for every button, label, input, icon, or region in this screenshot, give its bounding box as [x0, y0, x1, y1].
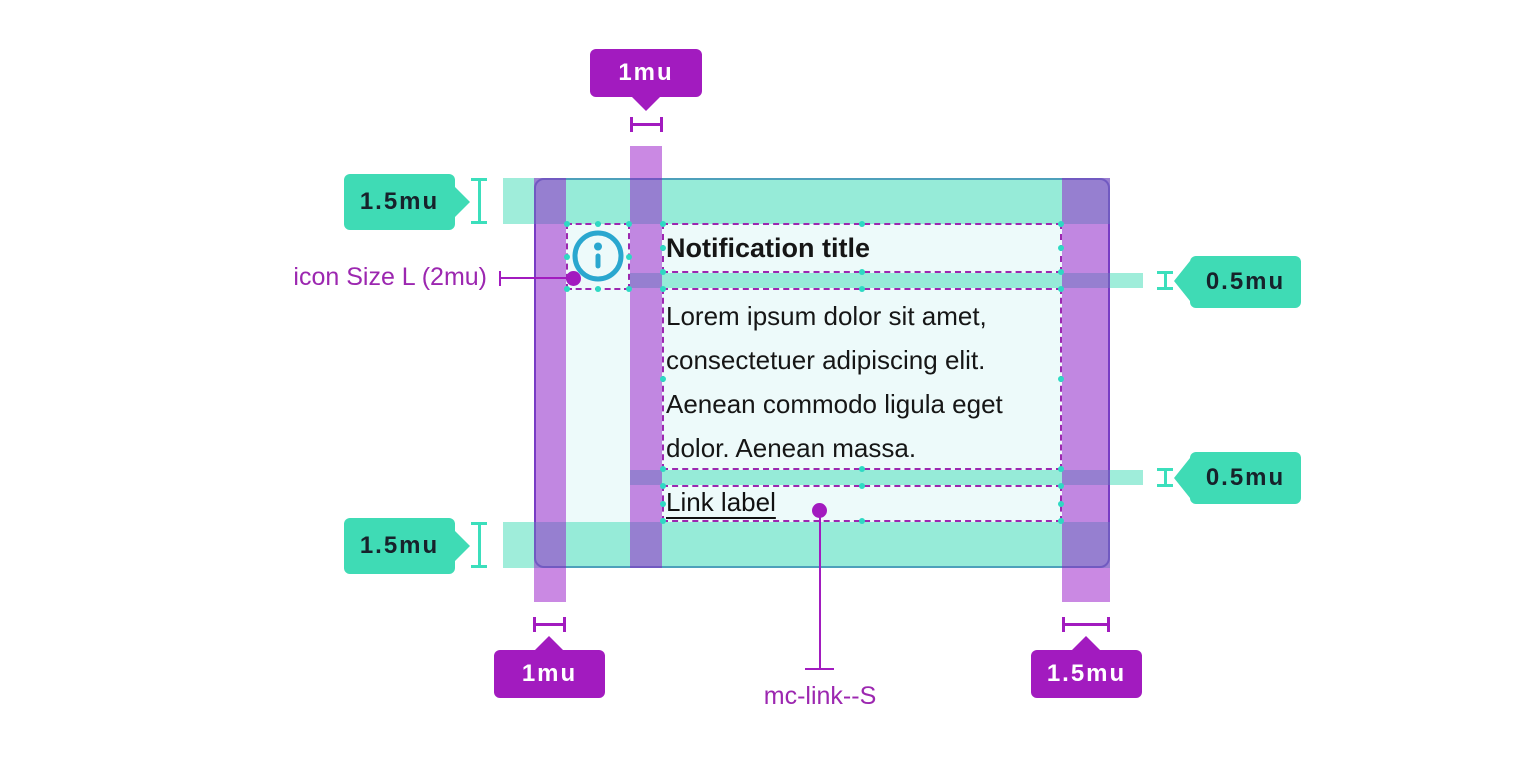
padding-top-band: [503, 178, 1110, 224]
box-handle: [660, 221, 666, 227]
box-handle: [564, 286, 570, 292]
box-handle: [1058, 245, 1064, 251]
icon-text-gutter-band: [630, 146, 662, 568]
box-handle: [660, 500, 666, 507]
box-handle: [660, 269, 666, 275]
box-handle: [595, 286, 601, 292]
box-handle: [1058, 483, 1064, 489]
box-handle: [660, 466, 666, 472]
spacing-tag-title-gap: 0.5mu: [1190, 256, 1301, 308]
spacing-tag-padding-top: 1.5mu: [344, 174, 455, 230]
icon-size-label: icon Size L (2mu): [293, 263, 487, 291]
measure-ibeam-link-gap: [1157, 468, 1173, 487]
box-handle: [595, 221, 601, 227]
notification-body: Lorem ipsum dolor sit amet, consectetuer…: [666, 294, 1003, 470]
box-handle: [859, 269, 865, 275]
box-handle: [1058, 500, 1064, 507]
body-bounding-box: [660, 286, 1064, 472]
spacing-tag-padding-bottom: 1.5mu: [344, 518, 455, 574]
leader-line-icon: [499, 277, 573, 279]
icon-bounding-box: [564, 221, 632, 292]
body-line: Lorem ipsum dolor sit amet,: [666, 301, 987, 331]
box-handle: [1058, 221, 1064, 227]
padding-right-band: [1062, 178, 1110, 602]
box-handle: [660, 286, 666, 292]
box-handle: [1058, 269, 1064, 275]
title-bounding-box: [660, 221, 1064, 275]
padding-bottom-band: [503, 522, 1110, 568]
box-handle: [626, 221, 632, 227]
measure-ibeam-padding-top: [471, 178, 487, 224]
box-handle: [660, 376, 666, 382]
box-handle: [859, 483, 865, 489]
measure-bracket-top: [630, 117, 663, 132]
box-handle: [859, 518, 865, 524]
body-line: Aenean commodo ligula eget: [666, 389, 1003, 419]
tag-pointer-up-icon: [534, 636, 564, 651]
info-icon: [572, 230, 624, 282]
box-handle: [1058, 286, 1064, 292]
box-handle: [859, 221, 865, 227]
tag-pointer-right-icon: [455, 187, 470, 217]
box-handle: [626, 286, 632, 292]
box-handle: [859, 466, 865, 472]
box-handle: [1058, 466, 1064, 472]
tag-pointer-right-icon: [455, 531, 470, 561]
leader-endcap: [805, 668, 834, 670]
spacing-tag-padding-right: 1.5mu: [1031, 650, 1142, 698]
box-handle: [564, 253, 570, 260]
measure-ibeam-padding-bottom: [471, 522, 487, 568]
body-line: dolor. Aenean massa.: [666, 433, 917, 463]
link-token-label: mc-link--S: [763, 682, 877, 710]
measure-bracket-padding-right: [1062, 617, 1110, 632]
notification-title: Notification title: [666, 233, 870, 263]
leader-dot-icon: [566, 271, 581, 286]
tag-pointer-down-icon: [631, 96, 661, 111]
spacing-tag-link-gap: 0.5mu: [1190, 452, 1301, 504]
box-handle: [1058, 518, 1064, 524]
box-handle: [660, 245, 666, 251]
box-handle: [626, 253, 632, 260]
link-bounding-box: [660, 483, 1064, 524]
box-handle: [859, 286, 865, 292]
measure-ibeam-title-gap: [1157, 271, 1173, 290]
box-handle: [564, 221, 570, 227]
body-link-gap-band: [630, 470, 1143, 485]
box-handle: [1058, 376, 1064, 382]
tag-pointer-up-icon: [1071, 636, 1101, 651]
margin-left-band: [534, 178, 566, 602]
box-handle: [660, 483, 666, 489]
tag-pointer-left-icon: [1174, 458, 1190, 498]
box-handle: [660, 518, 666, 524]
measure-bracket-margin-left: [533, 617, 566, 632]
spacing-tag-margin-left: 1mu: [494, 650, 605, 698]
title-body-gap-band: [630, 273, 1143, 288]
tag-pointer-left-icon: [1174, 261, 1190, 301]
body-line: consectetuer adipiscing elit.: [666, 345, 986, 375]
spacing-tag-icon-gutter: 1mu: [590, 49, 702, 97]
leader-line-link: [819, 510, 821, 670]
notification-link[interactable]: Link label: [666, 487, 776, 517]
